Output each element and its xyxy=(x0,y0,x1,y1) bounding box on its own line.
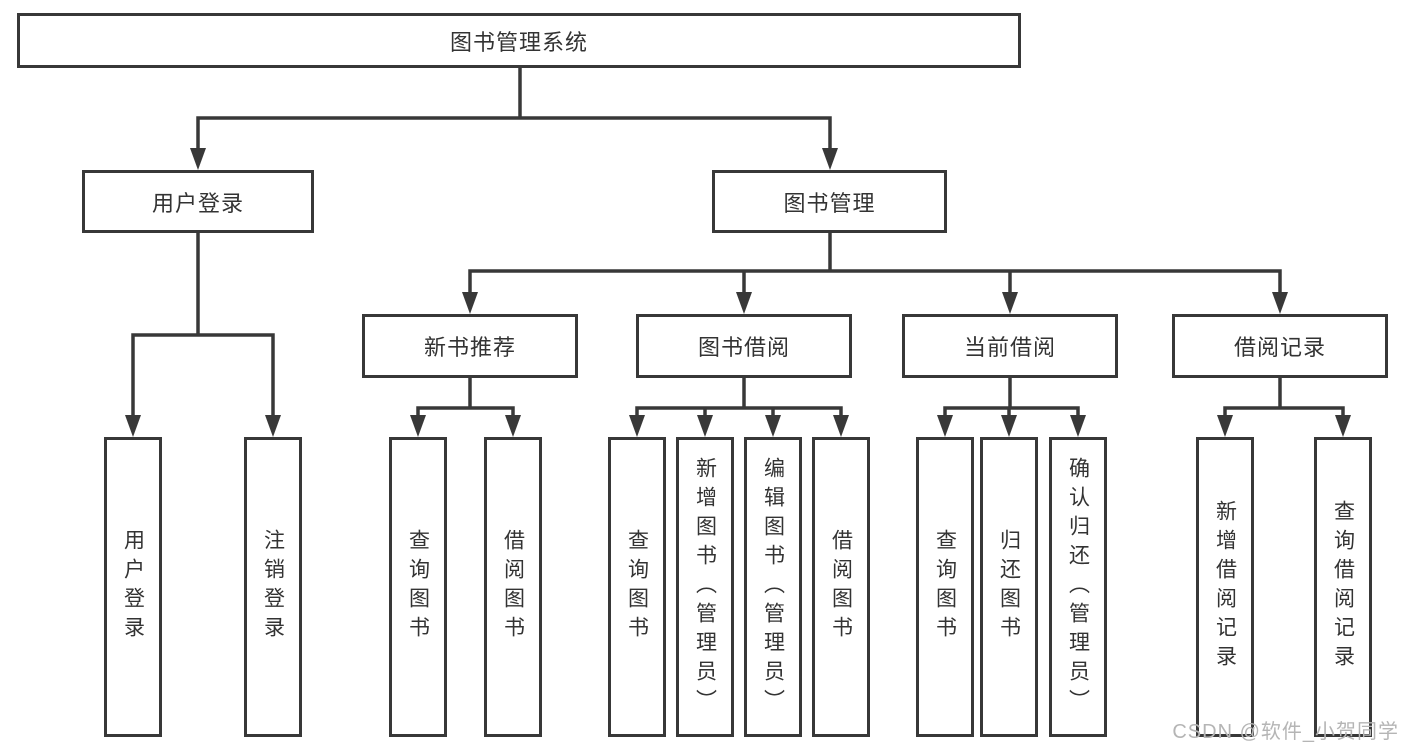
leaf-logout-login: 注销登录 xyxy=(244,437,302,737)
connector-lines xyxy=(131,66,1345,421)
arrow-down-icon xyxy=(265,415,281,437)
arrow-down-icon xyxy=(765,415,781,437)
node-borrow-records: 借阅记录 xyxy=(1172,314,1388,378)
arrow-down-icon xyxy=(505,415,521,437)
node-book-borrow: 图书借阅 xyxy=(636,314,852,378)
leaf-add-books-admin: 新增图书（管理员） xyxy=(676,437,734,737)
arrow-down-icon xyxy=(1070,415,1086,437)
leaf-confirm-return-admin: 确认归还（管理员） xyxy=(1049,437,1107,737)
leaf-query-borrow-record: 查询借阅记录 xyxy=(1314,437,1372,737)
leaf-borrow-books: 借阅图书 xyxy=(812,437,870,737)
arrow-down-icon xyxy=(410,415,426,437)
arrow-down-icon xyxy=(736,292,752,314)
leaf-query-books-borrow: 查询图书 xyxy=(608,437,666,737)
arrow-down-icon xyxy=(462,292,478,314)
arrow-down-icon xyxy=(822,148,838,170)
arrow-down-icon xyxy=(833,415,849,437)
leaf-user-login: 用户登录 xyxy=(104,437,162,737)
arrow-down-icon xyxy=(1217,415,1233,437)
arrow-down-icon xyxy=(125,415,141,437)
node-user-login: 用户登录 xyxy=(82,170,314,233)
arrow-down-icon xyxy=(1335,415,1351,437)
leaf-add-borrow-record: 新增借阅记录 xyxy=(1196,437,1254,737)
leaf-query-books-current: 查询图书 xyxy=(916,437,974,737)
arrow-down-icon xyxy=(1001,415,1017,437)
leaf-query-books-recommend: 查询图书 xyxy=(389,437,447,737)
node-current-borrow: 当前借阅 xyxy=(902,314,1118,378)
node-book-management: 图书管理 xyxy=(712,170,947,233)
arrow-down-icon xyxy=(1002,292,1018,314)
leaf-return-books: 归还图书 xyxy=(980,437,1038,737)
arrow-down-icon xyxy=(937,415,953,437)
arrow-down-icon xyxy=(629,415,645,437)
node-library-system: 图书管理系统 xyxy=(17,13,1021,68)
leaf-edit-books-admin: 编辑图书（管理员） xyxy=(744,437,802,737)
arrow-down-icon xyxy=(190,148,206,170)
node-new-book-recommend: 新书推荐 xyxy=(362,314,578,378)
leaf-borrow-books-recommend: 借阅图书 xyxy=(484,437,542,737)
arrow-down-icon xyxy=(1272,292,1288,314)
arrow-down-icon xyxy=(697,415,713,437)
csdn-watermark: CSDN @软件_小贺同学 xyxy=(1172,721,1399,743)
